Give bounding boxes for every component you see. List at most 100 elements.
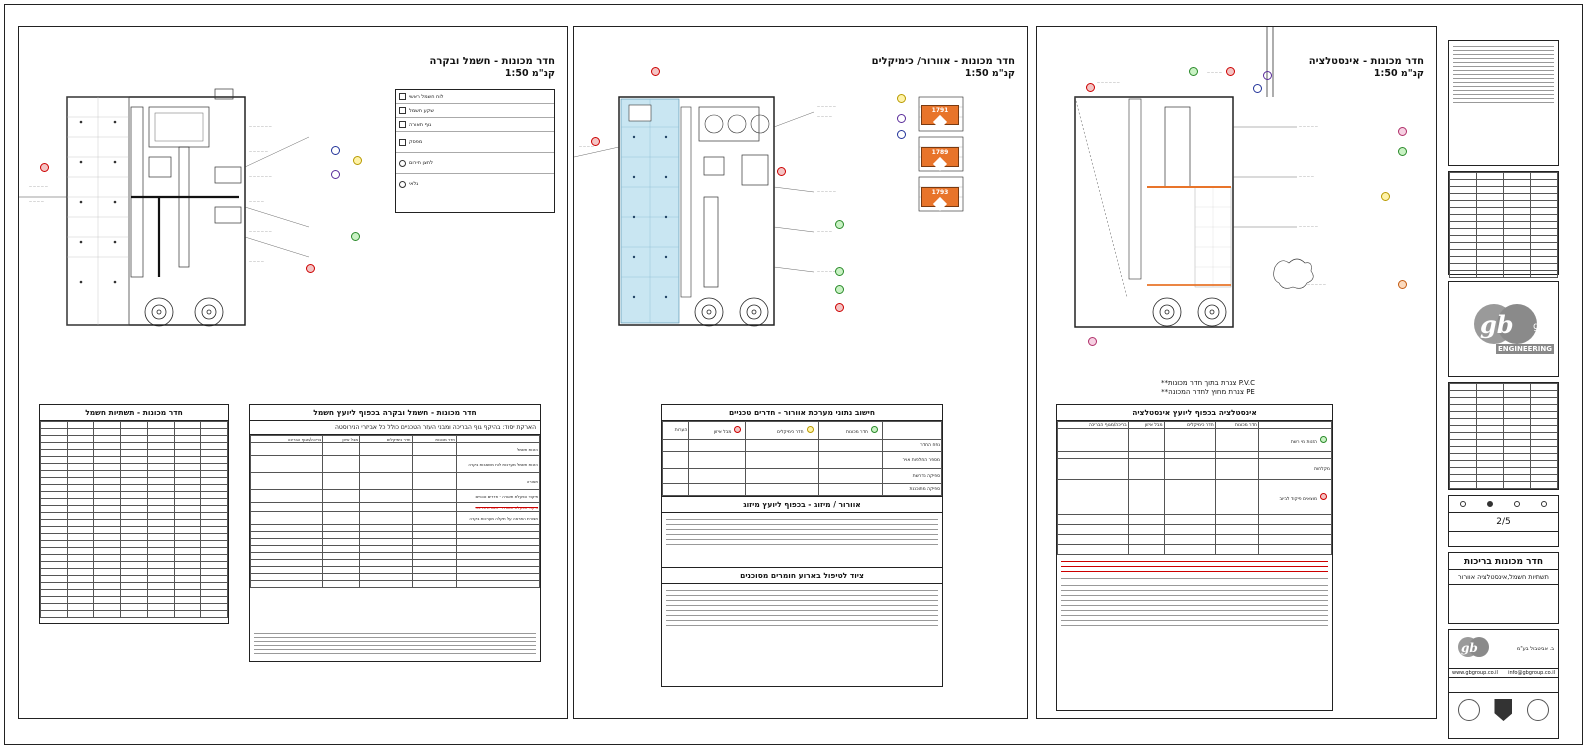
callout-blue-1	[331, 146, 340, 155]
callout-green-1	[351, 232, 360, 241]
plumbing-table: אינסטלציה בכפוף ליועץ אינסטלציה חדר מכונ…	[1056, 404, 1333, 711]
svg-text:— — — —: — — — —	[1207, 70, 1222, 74]
svg-text:— — — — —: — — — — —	[249, 149, 268, 153]
panel-ventilation: חדר מכונות - אוורור/ כימיקלים קנ"מ 1:50	[573, 26, 1028, 719]
hazard-label: 1791	[921, 105, 959, 130]
schedule-row	[40, 547, 228, 555]
certification-shield-icon	[1494, 699, 1513, 721]
svg-text:gb: gb	[1461, 641, 1478, 655]
callout-pink-1	[1398, 127, 1407, 136]
schedule-row	[40, 477, 228, 485]
plumb-row-label: הזנות מי רשת	[1258, 428, 1332, 452]
schedule-row	[40, 512, 228, 520]
approval-row	[1449, 404, 1558, 412]
revision-row	[1449, 172, 1558, 180]
schedule-row	[40, 589, 228, 597]
logo-block: gb g ENGINEERING	[1448, 281, 1559, 377]
coord-header: חדר מכונות	[411, 435, 458, 443]
coord-row-label: תצורת התראה על תקלה מערכות בקרה	[456, 511, 540, 525]
legend-label: גלאי	[409, 181, 419, 187]
vent-row-label: ספיקה מתוכננת	[882, 483, 942, 496]
vent-row-label: ספיקה נדרשת	[882, 468, 942, 484]
legend-green-circle	[1320, 435, 1327, 443]
certification-badge-icon	[1527, 699, 1550, 721]
callout-pink-2	[1088, 337, 1097, 346]
hazmat-notes-placeholder	[662, 584, 942, 632]
hazard-code: 1789	[931, 149, 949, 156]
callout-red-1	[651, 67, 660, 76]
legend-item: לוח חשמל ראשי	[396, 90, 554, 104]
legend-item: שקע חשמל	[396, 104, 554, 118]
callout-yellow-1	[353, 156, 362, 165]
approval-row	[1449, 425, 1558, 433]
schedule-row	[40, 568, 228, 576]
callout-red-1	[1086, 83, 1095, 92]
svg-text:— — — — — —: — — — — — —	[249, 229, 272, 233]
callout-purple-1	[897, 114, 906, 123]
approval-row	[1449, 390, 1558, 398]
status-circle-icon	[1486, 501, 1493, 507]
approval-row	[1449, 460, 1558, 468]
plumb-row-label: מקלחות	[1258, 458, 1332, 480]
schedule-row	[40, 554, 228, 562]
callout-green-2	[1398, 147, 1407, 156]
coord-row-label: הזנות חשמל מערכות לוח משאבות בקרה	[456, 455, 540, 473]
revision-row	[1449, 256, 1558, 264]
panel-icon	[399, 93, 406, 100]
floor-plan-electrical: — — — — — —— — — — — — — — — — —— — — — …	[19, 88, 310, 327]
callout-purple-1	[1263, 71, 1272, 80]
panel-scale: קנ"מ 1:50	[504, 68, 555, 79]
approvals-block	[1448, 382, 1559, 490]
schedule-row	[40, 596, 228, 604]
approval-row	[1449, 411, 1558, 419]
callout-green-1	[835, 220, 844, 229]
schedule-row	[40, 449, 228, 457]
coord-row-label: תאורה	[456, 472, 540, 490]
revision-row	[1449, 193, 1558, 201]
schedule-row	[40, 582, 228, 590]
revisions-block	[1448, 171, 1559, 278]
panel-title-text: חדר מכונות - חשמל ובקרה	[429, 56, 556, 67]
panel-scale: קנ"מ 1:50	[1373, 68, 1424, 79]
callout-red-2	[591, 137, 600, 146]
callout-blue-1	[1253, 84, 1262, 93]
plumb-header: חדר מכונות	[1214, 421, 1260, 429]
switch-icon	[399, 138, 406, 146]
hazard-diamond-icon	[932, 114, 948, 130]
coord-row-label: פיקוד הפעלת תאורה - תאורת בריכה	[456, 502, 540, 512]
plumb-header: חדר כימיקלים	[1163, 421, 1216, 429]
schedule-row	[40, 435, 228, 443]
callout-green-2	[835, 267, 844, 276]
drawing-sheet	[4, 4, 1583, 745]
project-title: חדר מכונות בריכות	[1449, 553, 1558, 570]
revision-row	[1449, 228, 1558, 236]
callout-red-4	[835, 303, 844, 312]
svg-text:— — — — —: — — — — —	[29, 184, 48, 188]
approval-row	[1449, 467, 1558, 475]
callout-purple-1	[331, 170, 340, 179]
company-email[interactable]: info@gbgroup.co.il	[1508, 670, 1555, 676]
pipe-note-pvc: P.V.C צנרת בתוך חדר מכונות**	[1160, 379, 1256, 387]
schedule-row	[40, 526, 228, 534]
company-website[interactable]: www.gbgroup.co.il	[1452, 670, 1498, 676]
callout-red-3	[777, 167, 786, 176]
schedule-row	[40, 498, 228, 506]
schedule-row	[40, 561, 228, 569]
company-logo-small-icon: gb	[1458, 637, 1489, 657]
revision-row	[1449, 263, 1558, 271]
approval-row	[1449, 474, 1558, 482]
coord-row-label: הזנות חשמל	[456, 442, 540, 456]
callout-red-2	[306, 264, 315, 273]
callout-red-2	[1226, 67, 1235, 76]
hazard-label: 1793	[921, 187, 959, 212]
coordination-subtitle: הארקת יסוד: בהיקף גוף הבריכה ומבני העזר …	[250, 421, 540, 435]
approval-row	[1449, 418, 1558, 426]
panel-title: חדר מכונות - אינסטלציה קנ"מ 1:50	[1309, 56, 1424, 80]
detector-icon	[399, 180, 406, 188]
svg-text:— — — —: — — — —	[817, 229, 832, 233]
pipe-note-pe: PE צנרת מחוץ לחדר המכונה**	[1161, 388, 1255, 396]
legend-label: שקע חשמל	[409, 107, 434, 114]
legend-label: לחצן חירום	[409, 160, 433, 166]
schedule-row	[40, 533, 228, 541]
revision-row	[1449, 179, 1558, 187]
